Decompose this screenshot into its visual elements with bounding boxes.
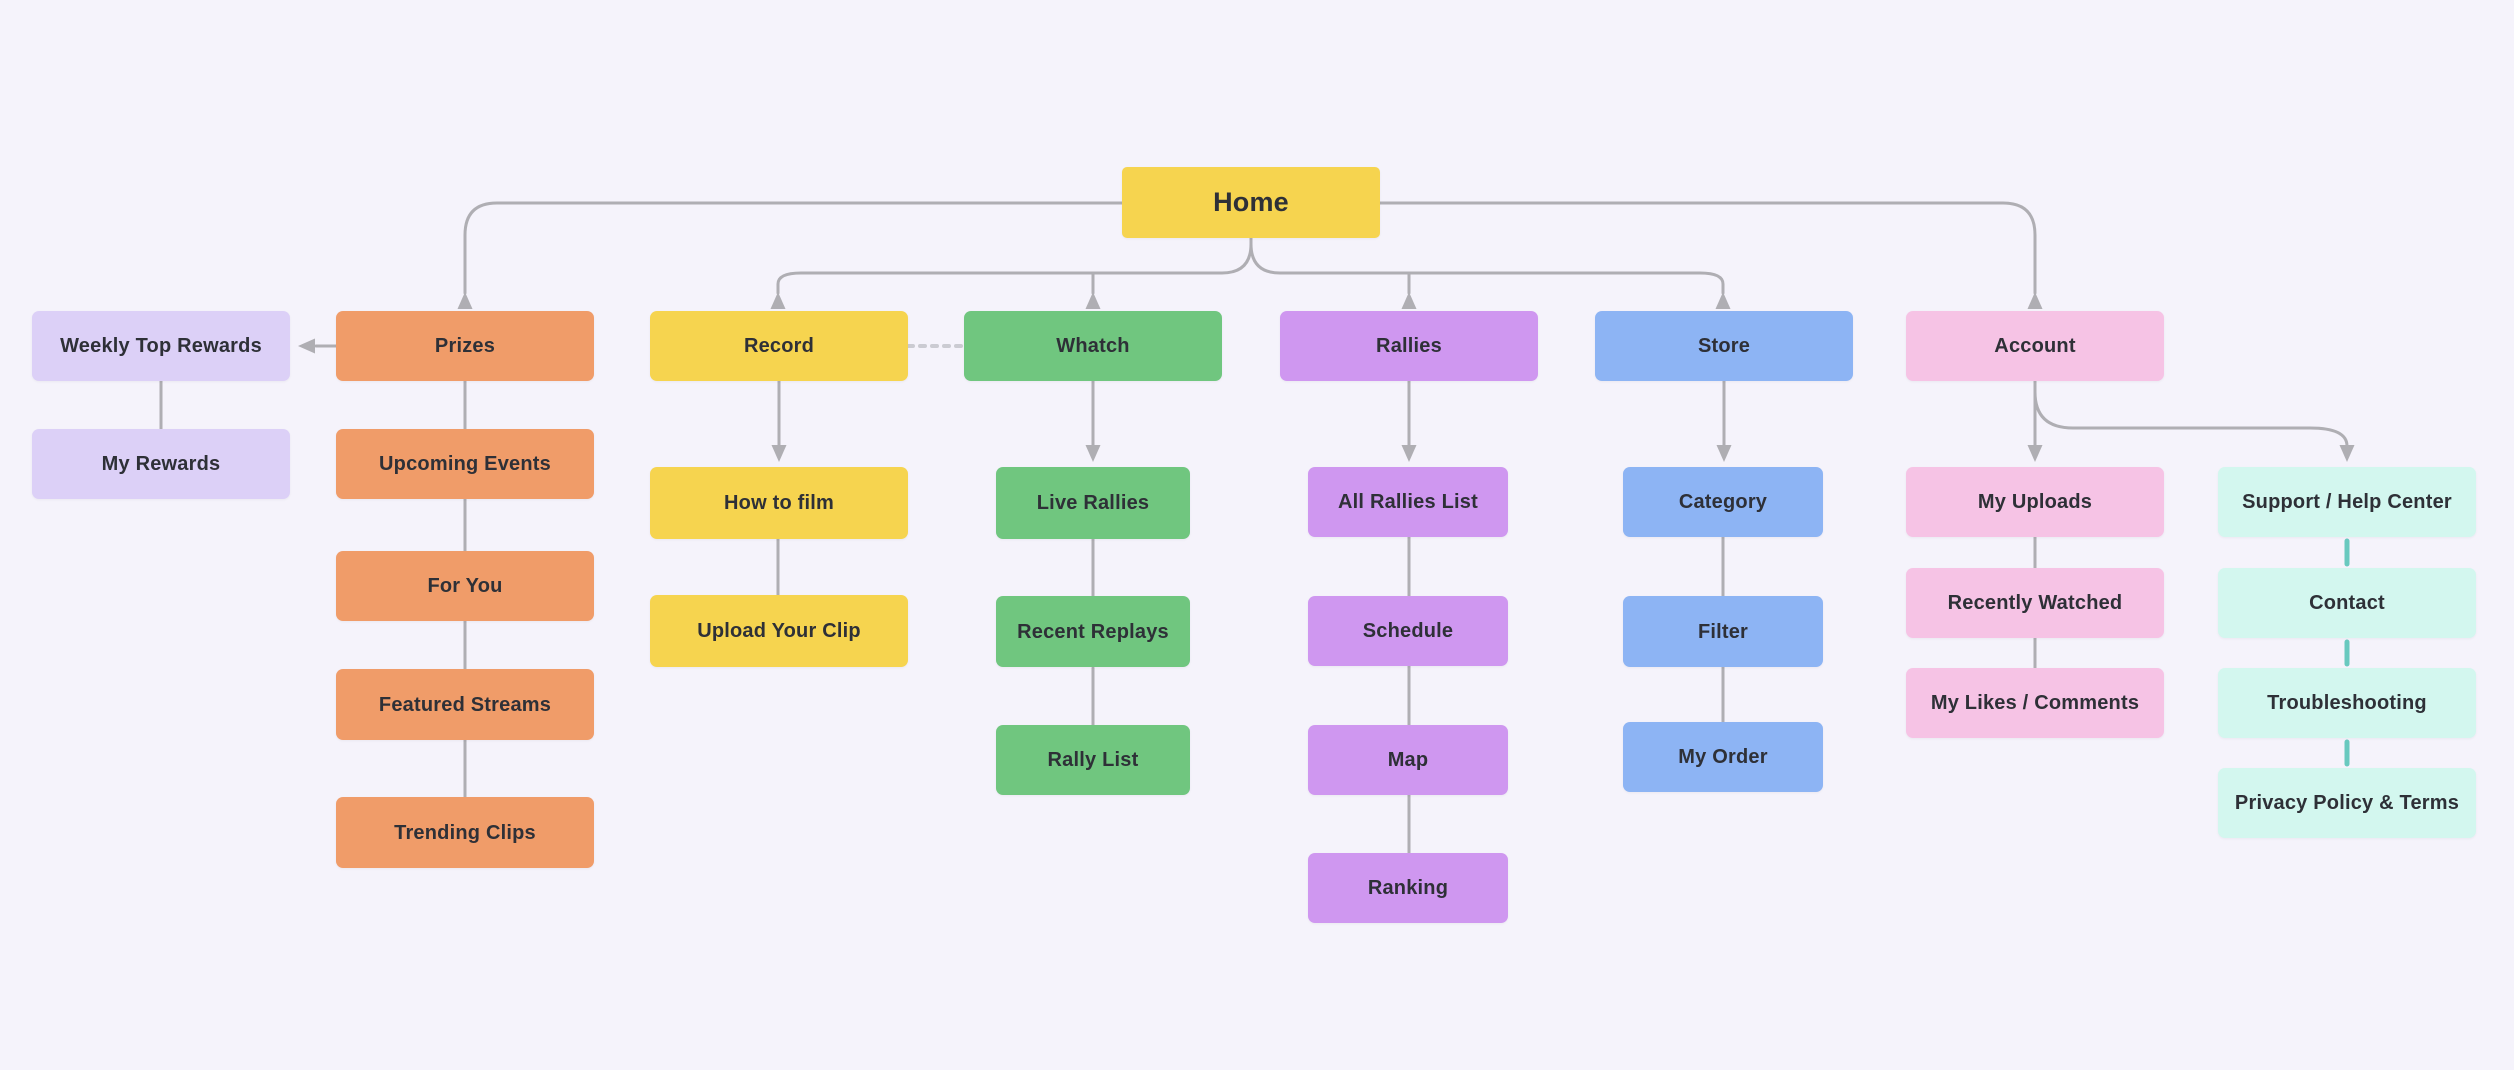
node-label-schedule: Schedule <box>1362 620 1454 642</box>
node-label-privacy_policy_terms: Privacy Policy & Terms <box>2234 792 2460 814</box>
node-label-contact: Contact <box>2309 592 2385 614</box>
edge-arrowhead <box>2027 445 2043 462</box>
node-label-support_help_center: Support / Help Center <box>2242 491 2452 513</box>
node-label-category: Category <box>1678 491 1768 513</box>
node-recent_replays[interactable]: Recent Replays <box>996 596 1190 667</box>
edge-line <box>776 236 1253 295</box>
node-label-ranking: Ranking <box>1367 877 1449 899</box>
node-whatch[interactable]: Whatch <box>964 311 1222 381</box>
node-label-featured_streams: Featured Streams <box>378 693 552 716</box>
node-label-record: Record <box>743 335 815 357</box>
edge-arrowhead <box>1401 445 1417 462</box>
node-store[interactable]: Store <box>1595 311 1853 381</box>
edge-arrowhead <box>770 292 786 309</box>
node-my_uploads[interactable]: My Uploads <box>1906 467 2164 537</box>
node-label-trending_clips: Trending Clips <box>394 821 536 844</box>
node-label-weekly_top_rewards: Weekly Top Rewards <box>60 335 262 357</box>
node-label-my_rewards: My Rewards <box>101 453 221 475</box>
node-my_likes_comments[interactable]: My Likes / Comments <box>1906 668 2164 738</box>
node-label-filter: Filter <box>1697 620 1749 643</box>
node-rally_list[interactable]: Rally List <box>996 725 1190 795</box>
node-label-upload_your_clip: Upload Your Clip <box>697 620 861 642</box>
node-label-my_likes_comments: My Likes / Comments <box>1930 692 2140 714</box>
node-upload_your_clip[interactable]: Upload Your Clip <box>650 595 908 667</box>
node-label-for_you: For You <box>427 575 503 597</box>
node-upcoming_events[interactable]: Upcoming Events <box>336 429 594 499</box>
edge-arrowhead <box>298 338 315 354</box>
node-live_rallies[interactable]: Live Rallies <box>996 467 1190 539</box>
node-rallies[interactable]: Rallies <box>1280 311 1538 381</box>
node-label-home: Home <box>1213 187 1289 218</box>
node-label-how_to_film: How to film <box>724 492 834 514</box>
node-label-my_uploads: My Uploads <box>1977 491 2093 513</box>
edge-arrowhead <box>1715 292 1731 309</box>
edge-line <box>463 201 1124 295</box>
node-featured_streams[interactable]: Featured Streams <box>336 669 594 740</box>
node-label-upcoming_events: Upcoming Events <box>379 453 551 475</box>
edge-arrowhead <box>1085 292 1101 309</box>
node-map[interactable]: Map <box>1308 725 1508 795</box>
edge-arrowhead <box>1716 445 1732 462</box>
node-contact[interactable]: Contact <box>2218 568 2476 638</box>
node-home[interactable]: Home <box>1122 167 1380 238</box>
node-label-rallies: Rallies <box>1376 335 1442 357</box>
node-label-troubleshooting: Troubleshooting <box>2267 692 2427 714</box>
node-privacy_policy_terms[interactable]: Privacy Policy & Terms <box>2218 768 2476 838</box>
node-schedule[interactable]: Schedule <box>1308 596 1508 666</box>
node-record[interactable]: Record <box>650 311 908 381</box>
edge-arrowhead <box>2027 292 2043 309</box>
node-label-account: Account <box>1994 335 2076 357</box>
node-my_order[interactable]: My Order <box>1623 722 1823 792</box>
node-troubleshooting[interactable]: Troubleshooting <box>2218 668 2476 738</box>
node-category[interactable]: Category <box>1623 467 1823 537</box>
node-label-live_rallies: Live Rallies <box>1036 492 1150 514</box>
edge-arrowhead <box>2339 445 2355 462</box>
node-label-store: Store <box>1697 335 1751 357</box>
node-how_to_film[interactable]: How to film <box>650 467 908 539</box>
edge-arrowhead <box>1085 445 1101 462</box>
node-label-whatch: Whatch <box>1056 335 1130 357</box>
node-recently_watched[interactable]: Recently Watched <box>1906 568 2164 638</box>
node-label-prizes: Prizes <box>434 335 496 357</box>
node-label-all_rallies_list: All Rallies List <box>1338 491 1478 513</box>
node-for_you[interactable]: For You <box>336 551 594 621</box>
node-label-map: Map <box>1387 749 1429 771</box>
node-support_help_center[interactable]: Support / Help Center <box>2218 467 2476 537</box>
node-account[interactable]: Account <box>1906 311 2164 381</box>
node-label-my_order: My Order <box>1678 746 1768 768</box>
node-all_rallies_list[interactable]: All Rallies List <box>1308 467 1508 537</box>
node-filter[interactable]: Filter <box>1623 596 1823 667</box>
node-trending_clips[interactable]: Trending Clips <box>336 797 594 868</box>
node-label-recent_replays: Recent Replays <box>1017 620 1169 643</box>
edge-line <box>2033 390 2349 448</box>
node-my_rewards[interactable]: My Rewards <box>32 429 290 499</box>
edge-arrowhead <box>457 292 473 309</box>
node-prizes[interactable]: Prizes <box>336 311 594 381</box>
edge-line <box>1378 201 2037 295</box>
node-label-rally_list: Rally List <box>1047 749 1139 771</box>
edge-arrowhead <box>771 445 787 462</box>
node-label-recently_watched: Recently Watched <box>1947 592 2123 614</box>
edge-arrowhead <box>1401 292 1417 309</box>
node-ranking[interactable]: Ranking <box>1308 853 1508 923</box>
node-weekly_top_rewards[interactable]: Weekly Top Rewards <box>32 311 290 381</box>
edge-line <box>1249 236 1725 295</box>
